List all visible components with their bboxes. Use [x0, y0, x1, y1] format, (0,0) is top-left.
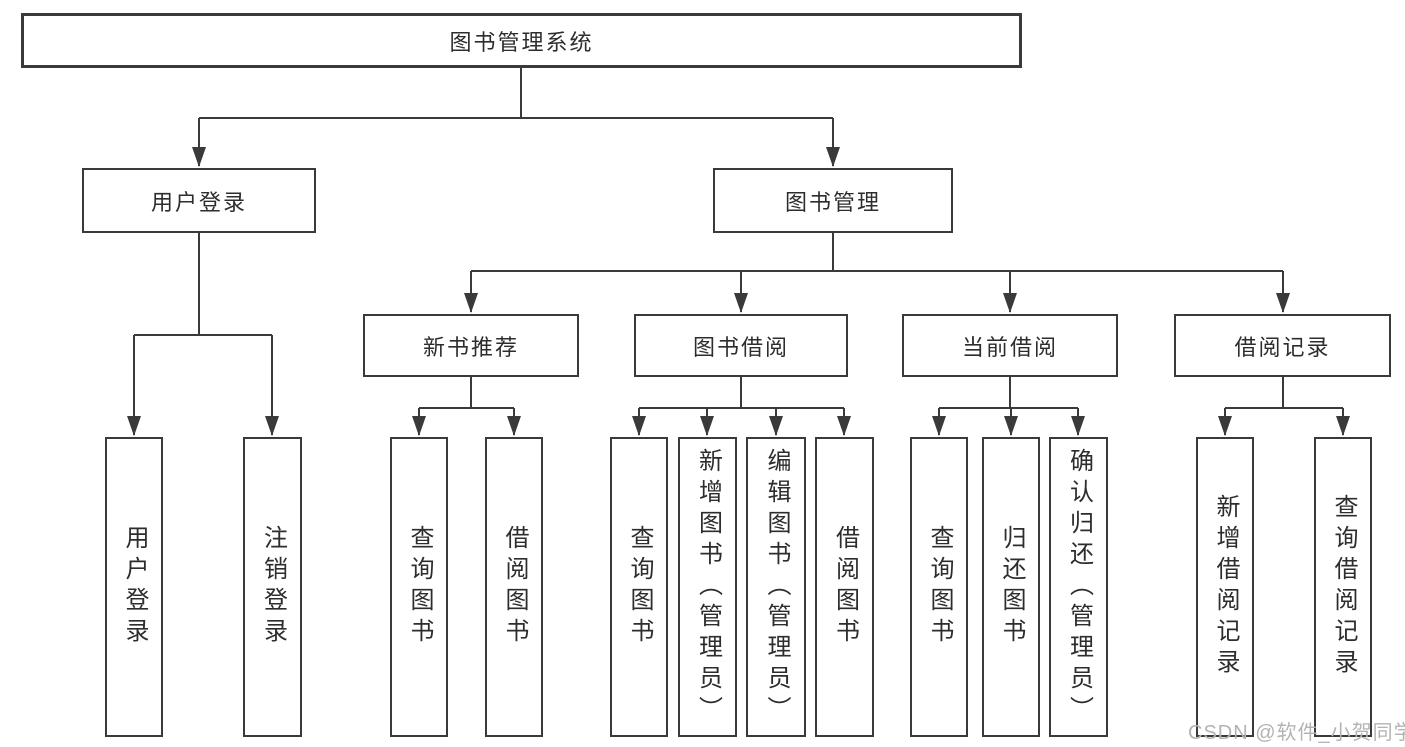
leaf-label: 查询图书: [406, 525, 433, 649]
leaf-label: 用户登录: [121, 525, 148, 649]
leaf-label: 新增图书（管理员）: [694, 447, 722, 727]
leaf-label: 确认归还（管理员）: [1065, 447, 1093, 727]
leaf-query-borrow-record: 查询借阅记录: [1314, 437, 1372, 737]
leaf-query-books: 查询图书: [910, 437, 968, 737]
leaf-label: 查询图书: [926, 525, 953, 649]
node-library-system: 图书管理系统: [21, 13, 1022, 68]
leaf-logout: 注销登录: [243, 437, 302, 737]
leaf-return-books: 归还图书: [982, 437, 1040, 737]
leaf-add-books-admin: 新增图书（管理员）: [678, 437, 737, 737]
leaf-confirm-return-admin: 确认归还（管理员）: [1049, 437, 1108, 737]
leaf-borrow-books: 借阅图书: [815, 437, 874, 737]
watermark: CSDN @软件_小贺同学: [1188, 722, 1405, 744]
node-book-management: 图书管理: [713, 168, 953, 233]
leaf-label: 借阅图书: [831, 525, 859, 649]
leaf-label: 新增借阅记录: [1212, 494, 1239, 680]
leaf-query-books: 查询图书: [610, 437, 668, 737]
leaf-label: 借阅图书: [501, 525, 528, 649]
leaf-label: 注销登录: [259, 525, 287, 649]
leaf-query-books: 查询图书: [390, 437, 448, 737]
node-new-book-recommend: 新书推荐: [363, 314, 579, 377]
leaf-label: 查询借阅记录: [1330, 494, 1357, 680]
leaf-add-borrow-record: 新增借阅记录: [1196, 437, 1254, 737]
leaf-label: 归还图书: [998, 525, 1025, 649]
node-book-borrowing: 图书借阅: [634, 314, 848, 377]
node-user-login: 用户登录: [82, 168, 316, 233]
leaf-label: 编辑图书（管理员）: [763, 447, 790, 727]
node-current-borrowing: 当前借阅: [902, 314, 1118, 377]
leaf-user-login: 用户登录: [105, 437, 163, 737]
node-borrowing-records: 借阅记录: [1174, 314, 1391, 377]
leaf-edit-books-admin: 编辑图书（管理员）: [746, 437, 806, 737]
leaf-label: 查询图书: [626, 525, 653, 649]
leaf-borrow-books: 借阅图书: [485, 437, 543, 737]
